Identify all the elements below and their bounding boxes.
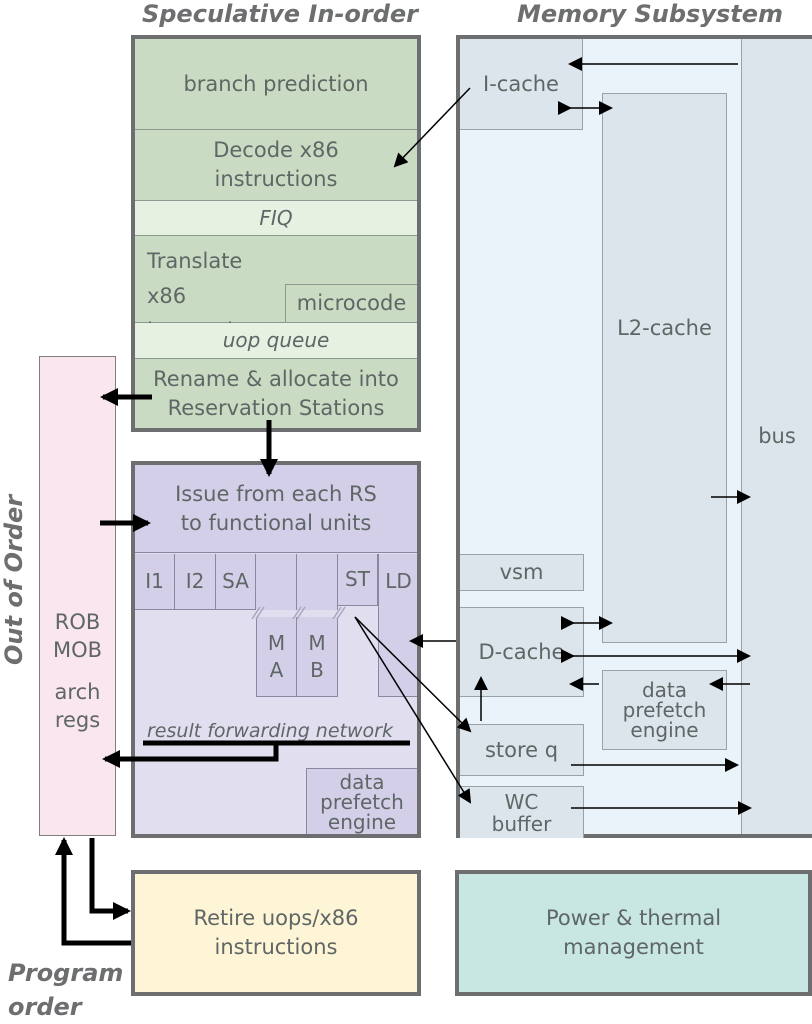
- program-order-label: Program order: [8, 959, 124, 1021]
- microcode-label: microcode: [296, 291, 407, 315]
- memory-prefetch-engine: data prefetch engine: [602, 670, 727, 750]
- unit-mb-label: M B: [308, 630, 326, 682]
- wc-buffer-label: WC buffer: [491, 789, 552, 836]
- decode-stage: Decode x86 instructions: [135, 130, 417, 201]
- issue-stage: Issue from each RS to functional units: [135, 465, 417, 553]
- unit-ma: M A: [256, 617, 297, 697]
- store-queue-label: store q: [484, 737, 559, 762]
- backend-prefetch-label: data prefetch engine: [320, 769, 404, 834]
- wc-buffer: WC buffer: [460, 786, 584, 838]
- uop-queue-label: uop queue: [222, 328, 330, 352]
- result-forwarding-label: result forwarding network: [147, 720, 393, 742]
- unit-ld: LD: [378, 554, 417, 697]
- unit-ma-top: [256, 554, 297, 610]
- in-order-frontend: branch prediction Decode x86 instruction…: [131, 35, 421, 432]
- issue-label: Issue from each RS to functional units: [175, 481, 377, 535]
- unit-st-label: ST: [345, 567, 370, 591]
- backend-prefetch-engine: data prefetch engine: [306, 768, 417, 834]
- unit-i1: I1: [135, 554, 175, 610]
- speculative-in-order-title: Speculative In-order: [141, 0, 419, 28]
- unit-i2: I2: [175, 554, 216, 610]
- decode-label: Decode x86 instructions: [213, 138, 339, 191]
- bus: bus: [741, 39, 812, 834]
- retire-stage: Retire uops/x86 instructions: [131, 870, 421, 996]
- branch-prediction-stage: branch prediction: [135, 39, 417, 130]
- microcode-block: microcode: [285, 284, 417, 322]
- vsm: vsm: [460, 554, 584, 591]
- retire-label: Retire uops/x86 instructions: [193, 906, 359, 959]
- out-of-order-backend: Issue from each RS to functional units I…: [131, 461, 421, 838]
- vsm-label: vsm: [499, 560, 544, 584]
- icache-label: I-cache: [483, 71, 559, 96]
- memory-subsystem: I-cache L2-cache bus vsm D-cache data pr…: [456, 35, 812, 838]
- rename-label: Rename & allocate into Reservation Stati…: [153, 366, 399, 420]
- memory-prefetch-label: data prefetch engine: [622, 678, 707, 742]
- unit-mb: M B: [297, 617, 338, 697]
- power-thermal-management: Power & thermal management: [455, 870, 812, 996]
- rob-to-retire-arrow: [89, 838, 131, 920]
- pipeline-break-marks: [251, 606, 346, 620]
- power-label: Power & thermal management: [545, 906, 722, 959]
- retire-to-rob-arrow: [55, 837, 131, 946]
- st-to-wc-arrow: [354, 616, 472, 804]
- unit-sa-label: SA: [222, 569, 249, 593]
- l2-cache: L2-cache: [602, 93, 727, 643]
- branch-prediction-label: branch prediction: [183, 71, 369, 96]
- unit-i2-label: I2: [185, 569, 205, 593]
- l2-cache-label: L2-cache: [617, 315, 712, 340]
- bus-label: bus: [758, 424, 796, 448]
- rename-stage: Rename & allocate into Reservation Stati…: [135, 359, 417, 428]
- store-queue: store q: [460, 724, 584, 776]
- unit-i1-label: I1: [145, 569, 164, 593]
- mob-label: MOB: [52, 638, 103, 662]
- dcache-label: D-cache: [478, 639, 565, 664]
- unit-ma-label: M A: [267, 630, 286, 682]
- unit-st: ST: [338, 554, 378, 606]
- memory-subsystem-title: Memory Subsystem: [516, 0, 783, 28]
- fiq-stage: FIQ: [135, 201, 417, 236]
- unit-mb-top: [297, 554, 338, 610]
- forwarding-to-rob-arrow: [102, 743, 279, 768]
- arch-label: arch: [54, 680, 101, 704]
- uop-queue-stage: uop queue: [135, 323, 417, 359]
- st-to-storeq-arrow: [354, 616, 472, 733]
- unit-ld-label: LD: [385, 569, 412, 593]
- fiq-label: FIQ: [259, 205, 293, 230]
- icache-to-decode-arrow: [393, 87, 471, 168]
- regs-label: regs: [54, 708, 101, 732]
- unit-sa: SA: [216, 554, 256, 610]
- rob-label: ROB: [54, 610, 101, 634]
